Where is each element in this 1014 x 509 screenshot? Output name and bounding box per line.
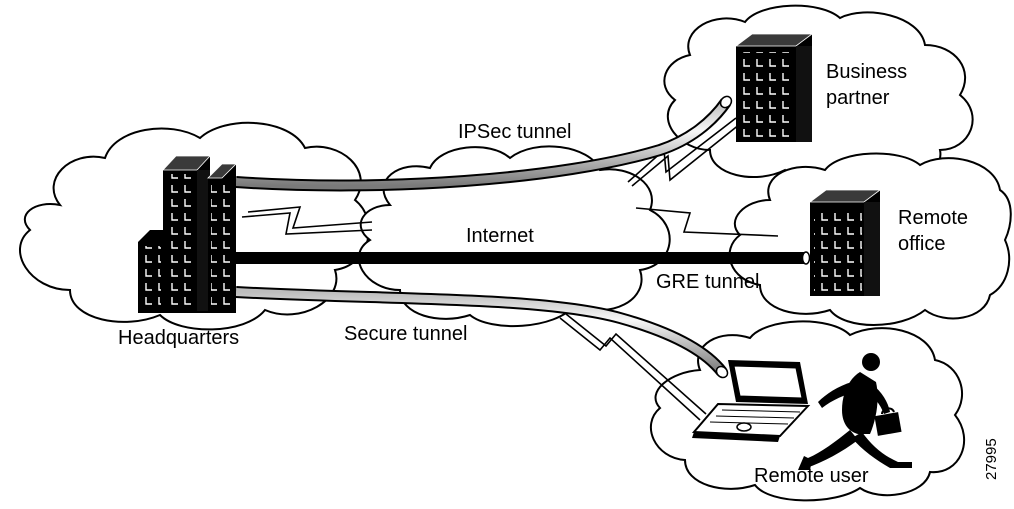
laptop-icon bbox=[691, 360, 811, 442]
business-partner-building-icon bbox=[734, 33, 814, 142]
headquarters-label: Headquarters bbox=[118, 327, 239, 349]
link-hq-internet bbox=[241, 206, 373, 235]
link-internet-remote-office bbox=[635, 207, 779, 237]
business-partner-cloud bbox=[663, 4, 974, 186]
link-internet-business-partner bbox=[627, 117, 741, 187]
remote-office-label-line2: office bbox=[898, 233, 945, 255]
ipsec-tunnel-label: IPSec tunnel bbox=[458, 121, 571, 143]
headquarters-building-icon bbox=[138, 155, 237, 313]
figure-id-label: 27995 bbox=[983, 438, 1000, 480]
secure-tunnel-label: Secure tunnel bbox=[344, 323, 467, 345]
remote-user-label: Remote user bbox=[754, 465, 869, 487]
remote-office-building-icon bbox=[808, 189, 882, 296]
business-partner-label-line1: Business bbox=[826, 61, 907, 83]
ipsec-tunnel-pipe bbox=[235, 95, 733, 192]
secure-tunnel-pipe bbox=[235, 286, 729, 379]
business-partner-label-line2: partner bbox=[826, 87, 890, 109]
internet-cloud bbox=[357, 145, 671, 328]
gre-tunnel-pipe bbox=[236, 251, 811, 265]
remote-user-person-icon bbox=[798, 353, 912, 470]
remote-office-label-line1: Remote bbox=[898, 207, 968, 229]
gre-tunnel-label: GRE tunnel bbox=[656, 271, 759, 293]
internet-label: Internet bbox=[466, 225, 534, 247]
link-internet-remote-user bbox=[559, 313, 707, 421]
